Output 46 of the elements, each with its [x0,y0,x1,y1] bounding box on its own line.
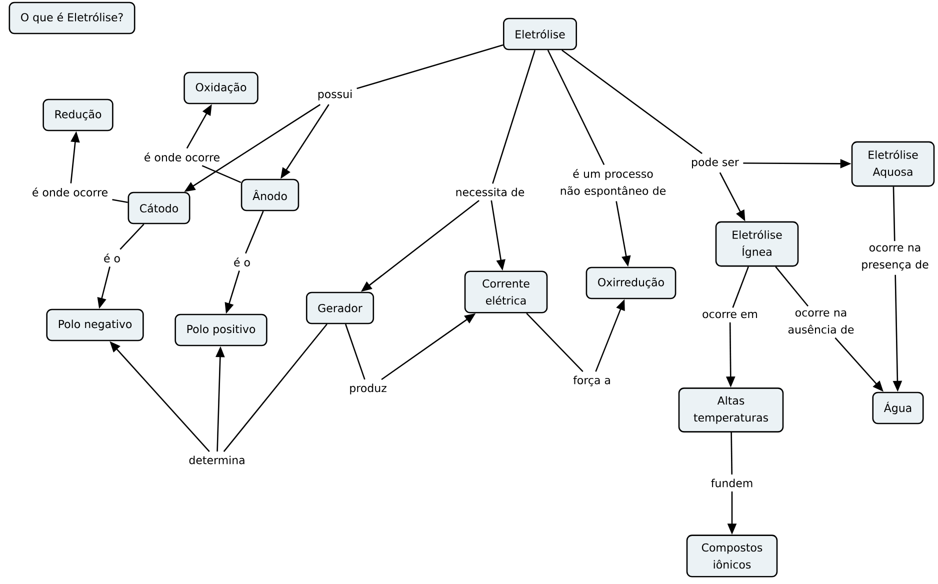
linking-phrase: produz [350,384,386,394]
concept-box: Eletrólise Aquosa [851,141,935,187]
connector-line [202,165,242,184]
connector-line [245,210,264,254]
connector-line [223,324,328,452]
linking-phrase: é o [234,258,250,266]
connector-line [775,266,808,307]
connector-line [732,266,749,308]
concept-box: Água [872,392,924,424]
concept-box: Compostos iônicos [686,534,778,578]
connector-line [562,50,702,154]
connector-line [526,312,584,372]
concept-box: Redução [42,98,114,132]
concept-box: Eletrólise [503,18,577,50]
concept-box: Altas temperaturas [678,388,784,432]
connector-line [892,186,896,242]
linking-phrase: possui [318,90,352,100]
concept-box: Polo negativo [46,308,144,342]
concept-box: Ânodo [240,178,300,212]
title-box: O que é Eletrólise? [8,2,136,34]
linking-phrase: ocorre na presença de [862,245,928,271]
concept-box: Eletrólise Ígnea [715,221,799,267]
concept-box: Oxirredução [586,266,676,300]
linking-phrase: necessita de [456,188,524,196]
linking-phrase: força a [573,376,610,386]
linking-phrase: é onde ocorre [144,152,220,162]
connector-line [730,432,733,475]
linking-phrase: é o [104,254,120,262]
connector-line [356,44,504,90]
concept-box: Cátodo [128,192,190,224]
concept-box: Gerador [306,292,374,324]
linking-phrase: determina [189,456,244,464]
concept-box: Corrente elétrica [464,270,548,314]
connector-line [344,324,366,380]
linking-phrase: é um processo não espontâneo de [560,168,666,198]
linking-phrase: fundem [711,478,752,488]
concept-box: Polo positivo [174,314,268,346]
linking-phrase: ocorre em [702,312,757,318]
linking-phrase: ocorre na ausência de [788,310,854,334]
linking-phrase: é onde ocorre [32,188,108,196]
connector-line [547,50,605,166]
connector-line [112,198,128,204]
linking-phrase: pode ser [692,158,739,168]
connector-line [492,50,536,184]
connector-line [120,224,144,250]
concept-box: Oxidação [184,72,258,104]
